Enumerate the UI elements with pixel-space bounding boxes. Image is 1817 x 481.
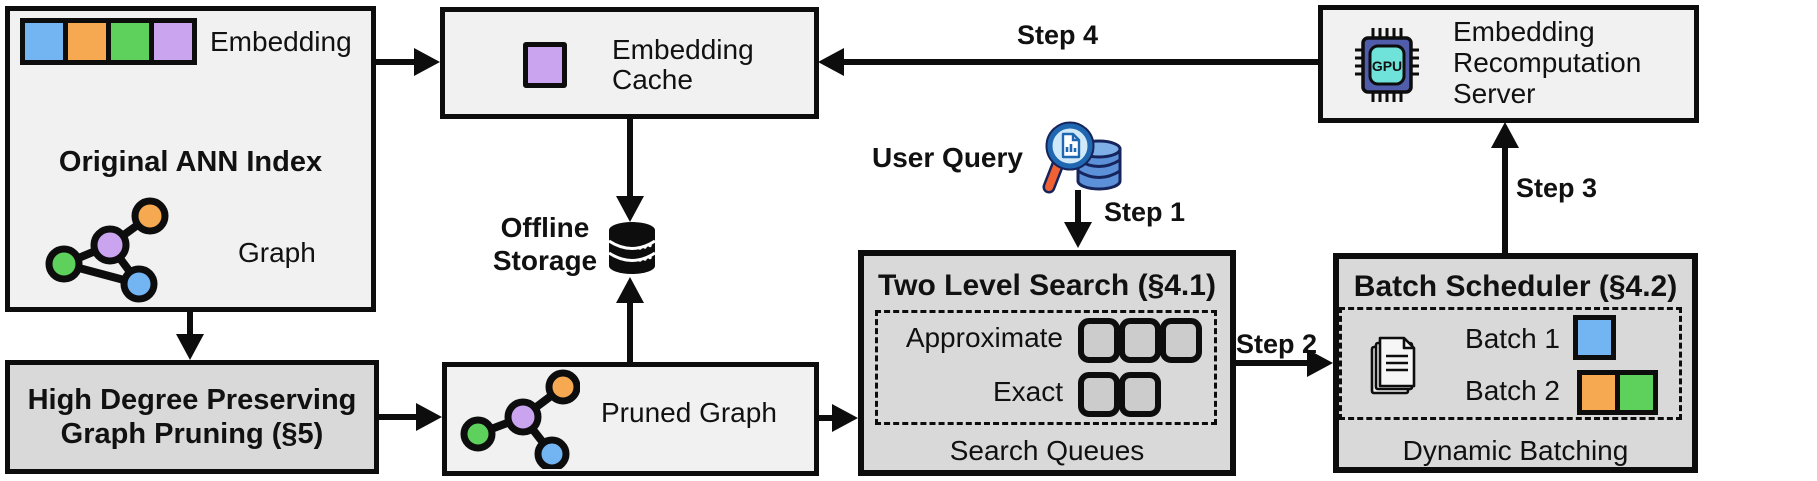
batch1-cell-blue <box>1578 320 1611 355</box>
step4-label: Step 4 <box>1017 20 1099 50</box>
graph-label: Graph <box>238 237 316 268</box>
recomputation-server-label: Embedding Recomputation Server <box>1453 16 1642 109</box>
arrow-step4-line <box>842 59 1318 65</box>
magnifier-db-icon <box>1042 121 1122 194</box>
step2-label: Step 2 <box>1236 329 1318 359</box>
arrow-pruning-to-pruned-line <box>378 414 418 420</box>
cached-embedding-icon <box>523 42 567 88</box>
approximate-queue-slots <box>1078 318 1202 363</box>
database-icon <box>608 222 656 274</box>
embedding-cell-blue <box>25 23 63 60</box>
arrow-step1-head <box>1064 222 1092 248</box>
pruned-node-green <box>460 416 496 452</box>
embedding-label: Embedding <box>210 26 352 57</box>
two-level-search-box: Two Level Search (§4.1) Approximate Exac… <box>858 250 1236 476</box>
arrow-step2-line <box>1235 360 1309 366</box>
search-queues-label: Search Queues <box>949 435 1145 466</box>
arrow-ann-to-cache-head <box>414 48 440 76</box>
queue-slot <box>1160 318 1202 363</box>
queue-slot <box>1119 318 1161 363</box>
queue-slot <box>1078 318 1120 363</box>
dynamic-batching-label: Dynamic Batching <box>1402 435 1629 466</box>
arrow-ann-to-pruning-line <box>187 311 193 336</box>
pruned-graph-icon <box>460 369 580 469</box>
arrow-step3-head <box>1491 122 1519 148</box>
arrow-ann-to-pruning-head <box>176 334 204 360</box>
gpu-icon-label: GPU <box>1372 58 1402 74</box>
batch-scheduler-title: Batch Scheduler (§4.2) <box>1353 270 1678 303</box>
arrow-ann-to-cache-line <box>376 59 416 65</box>
arrow-step1-line <box>1075 190 1081 224</box>
arrow-cache-to-storage-line <box>627 118 633 198</box>
user-query-label: User Query <box>872 142 1023 173</box>
two-level-search-title: Two Level Search (§4.1) <box>878 269 1216 302</box>
exact-queue-label: Exact <box>992 376 1063 407</box>
arrow-cache-to-storage-head <box>616 196 644 222</box>
arrow-pruning-to-pruned-head <box>416 403 442 431</box>
graph-node-blue <box>120 265 158 303</box>
arrow-step3-line <box>1502 146 1508 253</box>
dynamic-batching-dashed-box: Batch 1 Batch 2 <box>1339 307 1682 420</box>
arrow-pruned-to-search-line <box>818 415 834 421</box>
approximate-queue-label: Approximate <box>905 322 1063 353</box>
pruned-node-orange <box>545 369 580 405</box>
graph-pruning-box: High Degree Preserving Graph Pruning (§5… <box>5 360 379 474</box>
step1-label: Step 1 <box>1104 197 1186 227</box>
offline-storage-label: Offline Storage <box>492 212 598 276</box>
graph-node-orange <box>131 197 169 235</box>
batch2-cells <box>1577 370 1658 415</box>
embedding-cache-box: Embedding Cache <box>440 7 819 119</box>
batch-scheduler-box: Batch Scheduler (§4.2) Batch 1 Batch 2 D… <box>1333 253 1698 473</box>
embedding-strip-icon <box>20 18 197 65</box>
batch2-cell-orange <box>1582 375 1615 410</box>
original-ann-index-box: Embedding Original ANN Index Graph <box>5 6 376 312</box>
batch2-cell-green <box>1620 375 1653 410</box>
pruned-node-purple <box>504 398 542 436</box>
arrow-pruned-to-storage-line <box>627 301 633 362</box>
pruned-node-blue <box>534 436 570 469</box>
queue-slot <box>1078 372 1120 417</box>
embedding-cell-purple <box>154 23 192 60</box>
gpu-chip-icon: GPU <box>1355 28 1419 102</box>
batch2-label: Batch 2 <box>1465 375 1560 406</box>
graph-icon <box>45 197 169 303</box>
queue-slot <box>1119 372 1161 417</box>
pruned-graph-box: Pruned Graph <box>442 362 819 476</box>
embedding-cache-label: Embedding Cache <box>612 34 754 95</box>
ann-index-title: Original ANN Index <box>58 146 323 178</box>
graph-pruning-label: High Degree Preserving Graph Pruning (§5… <box>27 384 357 450</box>
batch1-label: Batch 1 <box>1465 323 1560 354</box>
graph-node-purple <box>90 225 130 265</box>
arrow-pruned-to-storage-head <box>616 277 644 303</box>
pruned-graph-label: Pruned Graph <box>601 397 777 428</box>
graph-node-green <box>45 245 83 283</box>
search-queues-dashed-box: Approximate Exact <box>875 310 1217 425</box>
exact-queue-slots <box>1078 372 1161 417</box>
step3-label: Step 3 <box>1516 173 1598 203</box>
embedding-cell-orange <box>68 23 106 60</box>
arrow-step4-head <box>818 48 844 76</box>
batch1-cells <box>1573 315 1616 360</box>
recomputation-server-box: GPU Embedding Recomputation Server <box>1318 5 1699 123</box>
documents-icon <box>1370 336 1416 395</box>
embedding-cell-green <box>111 23 149 60</box>
arrow-pruned-to-search-head <box>832 404 858 432</box>
arrow-step2-head <box>1307 349 1333 377</box>
